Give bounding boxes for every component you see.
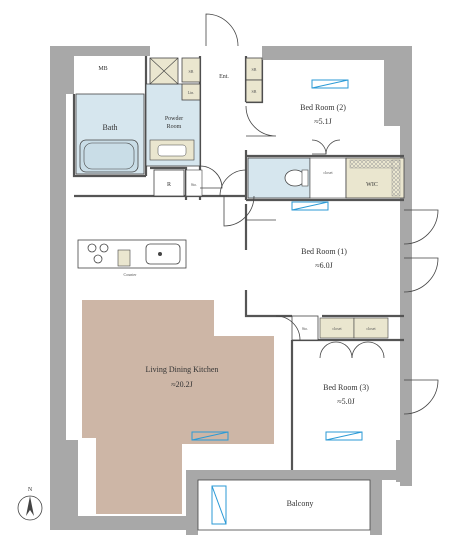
toilet-tank-icon bbox=[301, 169, 309, 187]
closet-bedroom2 bbox=[309, 157, 347, 199]
refrigerator-label: R bbox=[167, 182, 171, 188]
wic-shelf-side bbox=[391, 159, 401, 197]
shoe-boxes bbox=[181, 57, 263, 103]
wall-left bbox=[50, 46, 66, 476]
balcony-label: Balcony bbox=[287, 499, 314, 508]
ldk-floor bbox=[82, 300, 274, 514]
wall-bottom bbox=[50, 516, 215, 530]
sb-label-1: SB bbox=[189, 69, 194, 74]
sb-label-3: SB bbox=[252, 89, 257, 94]
bathtub-inner bbox=[83, 142, 135, 170]
bedroom2-name: Bed Room (2) bbox=[300, 103, 346, 112]
burner-icon bbox=[93, 254, 103, 264]
burner-icon bbox=[87, 243, 97, 253]
closet-label-bedroom3-a: closet bbox=[332, 326, 342, 331]
counter-label: Counter bbox=[124, 272, 138, 277]
wall-top-left bbox=[50, 46, 150, 56]
compass-north-label: N bbox=[28, 487, 33, 493]
bathtub bbox=[79, 139, 139, 173]
wall-left-lower bbox=[50, 440, 78, 530]
sink-icon bbox=[145, 243, 181, 265]
closet-label-bedroom2: closet bbox=[323, 170, 333, 175]
closet-bedroom3-b bbox=[353, 317, 389, 339]
wall-balcony-top bbox=[186, 470, 412, 480]
storage-bedroom3 bbox=[291, 315, 319, 341]
basin bbox=[157, 144, 187, 157]
ent-label: Ent. bbox=[219, 74, 229, 80]
burner-icon bbox=[99, 243, 109, 253]
sink-drain bbox=[158, 252, 162, 256]
wall-top-right bbox=[262, 46, 394, 60]
bedroom1-name: Bed Room (1) bbox=[301, 247, 347, 256]
bedroom1-area: ≈6.0J bbox=[315, 261, 333, 270]
wic-label: WIC bbox=[366, 182, 378, 188]
bedroom2-area: ≈5.1J bbox=[314, 117, 332, 126]
storage-kitchen bbox=[185, 169, 203, 197]
refrigerator-space bbox=[153, 169, 185, 197]
windows bbox=[191, 79, 363, 525]
closet-label-bedroom3-b: closet bbox=[366, 326, 376, 331]
mb-label: MB bbox=[98, 66, 107, 72]
bedroom3-area: ≈5.0J bbox=[337, 397, 355, 406]
powder-room-label-line1: Powder bbox=[165, 116, 183, 122]
wall-balcony-right bbox=[370, 470, 382, 535]
counter-drawer bbox=[117, 249, 131, 267]
lin-label: Lin. bbox=[188, 90, 195, 95]
wall-balcony-left bbox=[186, 470, 198, 535]
balcony-area bbox=[197, 479, 371, 531]
bedroom3-name: Bed Room (3) bbox=[323, 383, 369, 392]
laundry-pan-cross bbox=[149, 57, 179, 85]
compass bbox=[17, 495, 43, 521]
storage-label-kitchen: Sto. bbox=[191, 182, 197, 187]
bath-label: Bath bbox=[102, 123, 117, 132]
powder-room-label-line2: Room bbox=[167, 124, 182, 130]
sb-label-2: SB bbox=[252, 67, 257, 72]
doors bbox=[199, 13, 439, 415]
storage-label-bedroom3: Sto. bbox=[302, 326, 308, 331]
ldk-name: Living Dining Kitchen bbox=[146, 365, 219, 374]
ldk-area: ≈20.2J bbox=[171, 380, 193, 389]
